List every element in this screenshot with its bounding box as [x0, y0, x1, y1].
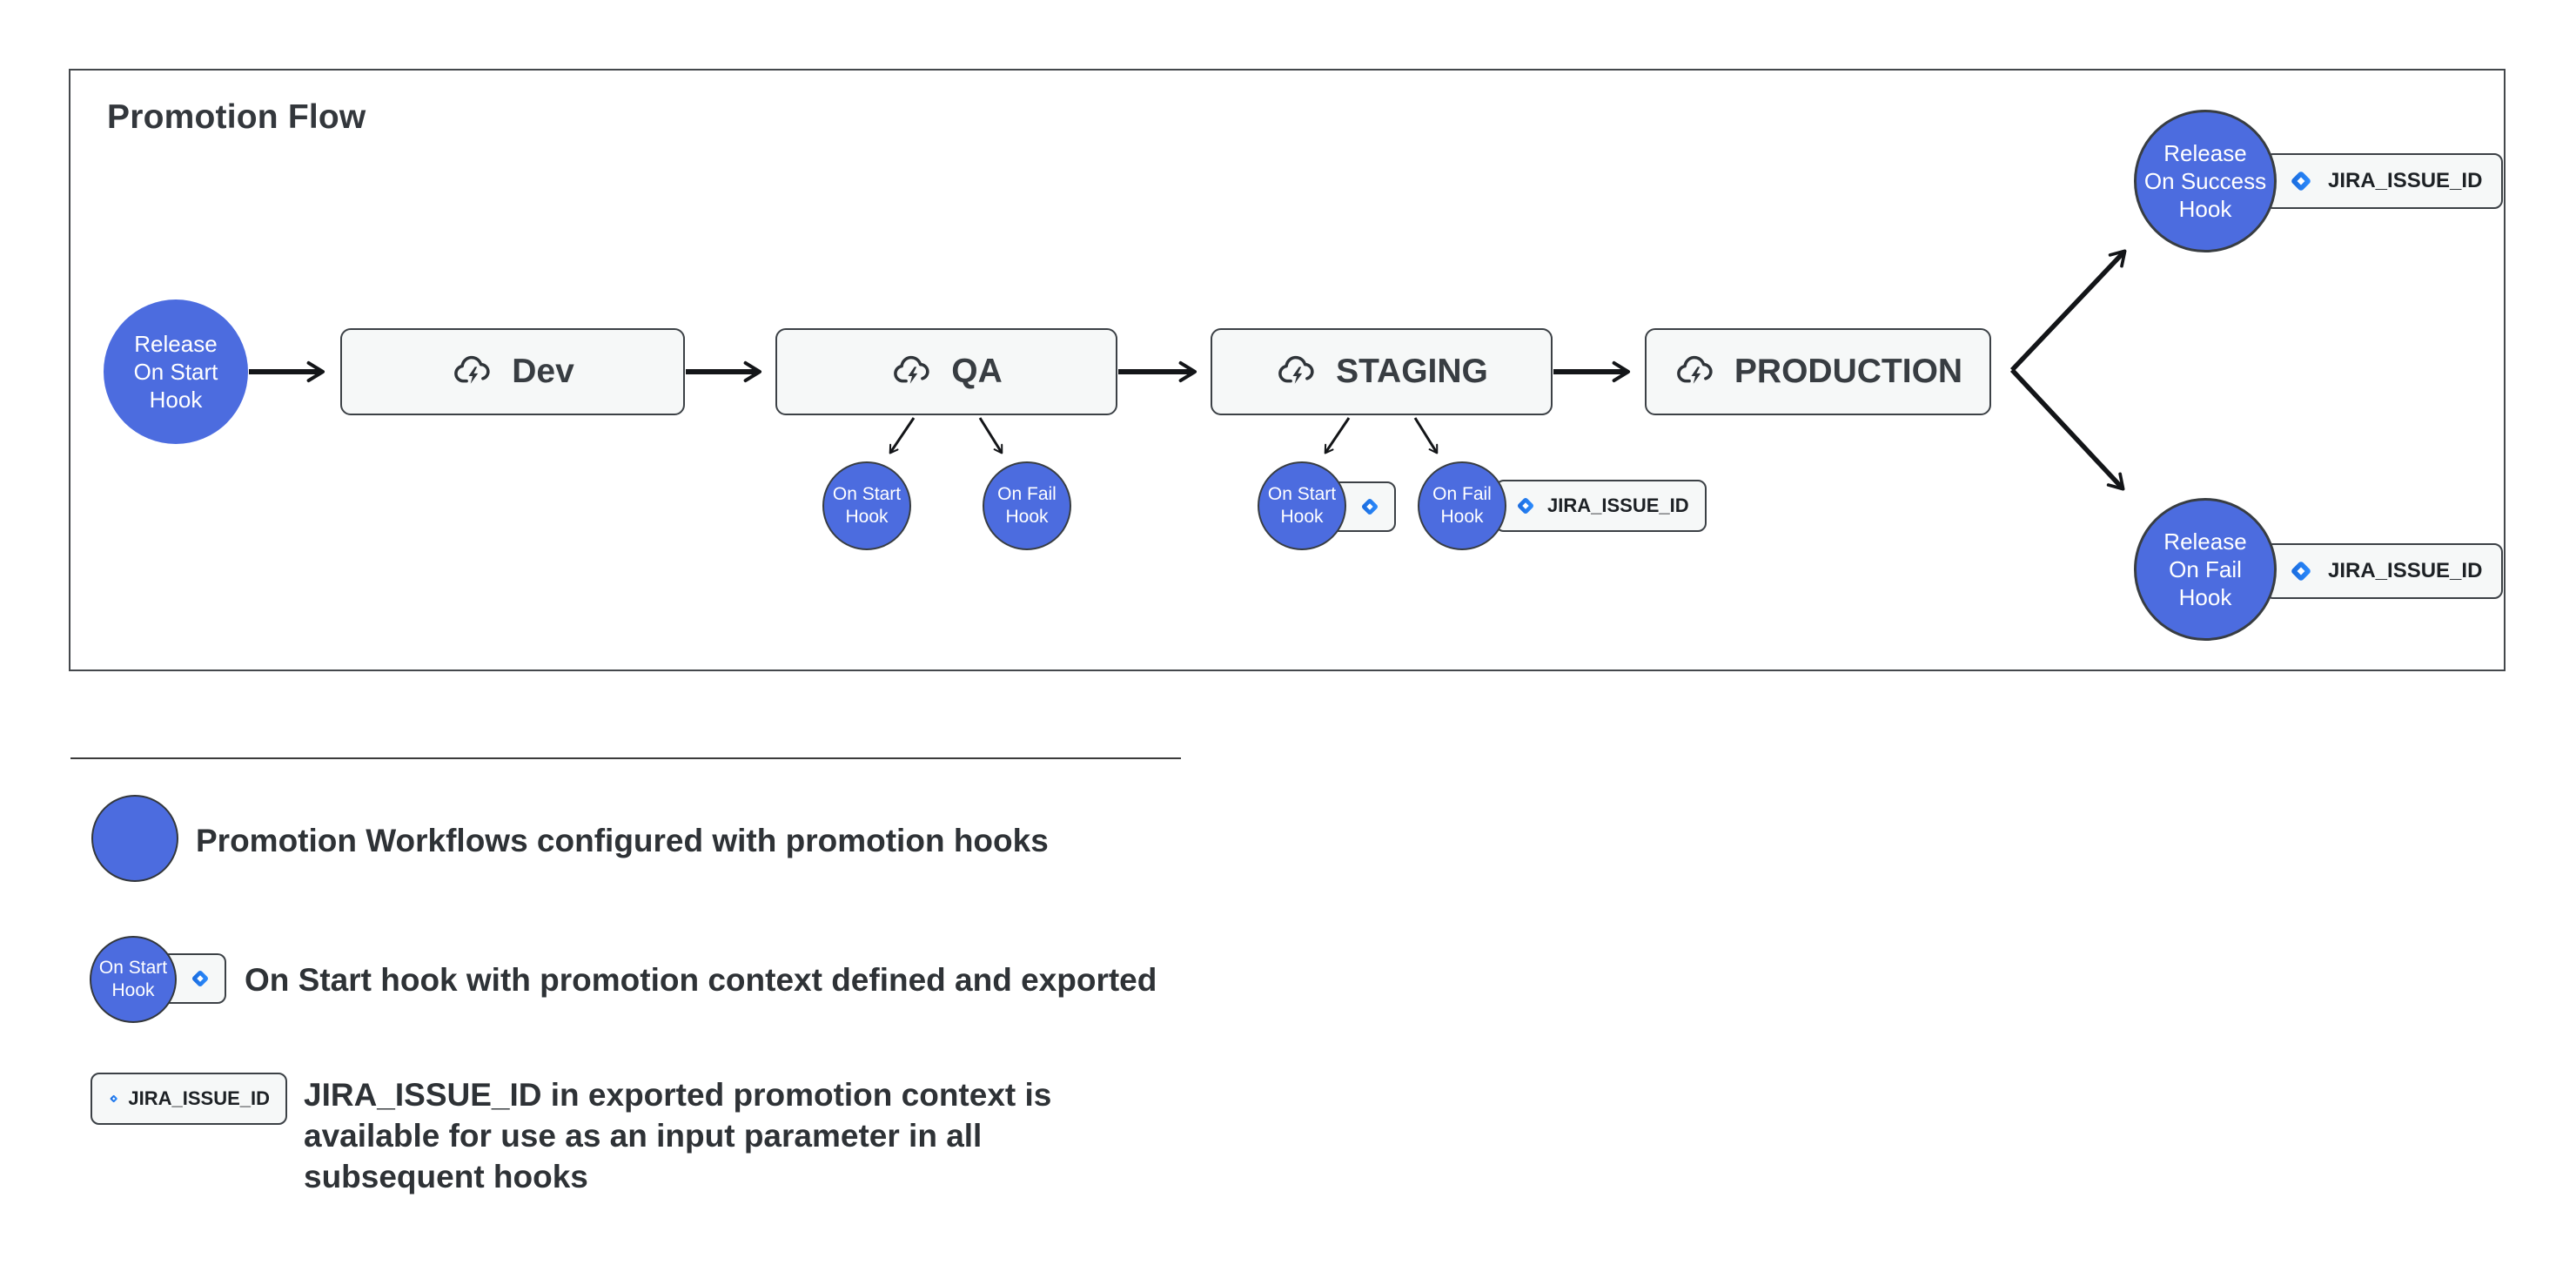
arrow-qa-onstart	[889, 417, 916, 454]
env-box-qa: QA	[775, 328, 1117, 415]
hook-arrows	[889, 417, 1439, 454]
jira-badge-label: JIRA_ISSUE_ID	[2328, 559, 2483, 582]
cloud-deploy-icon	[1278, 355, 1314, 385]
jira-icon	[110, 1094, 117, 1103]
env-label: STAGING	[1336, 353, 1488, 390]
release-on-fail-hook-node: Release On Fail Hook	[2134, 498, 2277, 641]
fail-jira-badge: JIRA_ISSUE_ID	[2264, 543, 2504, 599]
jira-badge-label: JIRA_ISSUE_ID	[128, 1087, 270, 1109]
env-label: PRODUCTION	[1734, 353, 1963, 390]
env-label: QA	[951, 353, 1003, 390]
qa-on-fail-hook-node: On Fail Hook	[983, 461, 1071, 550]
cloud-deploy-icon	[894, 355, 929, 385]
release-on-success-hook-node: Release On Success Hook	[2134, 110, 2277, 252]
success-jira-badge: JIRA_ISSUE_ID	[2264, 153, 2504, 209]
jira-icon	[2291, 172, 2311, 191]
jira-icon	[2291, 562, 2311, 581]
jira-icon	[191, 970, 209, 987]
arrow-production-to-success	[2010, 249, 2127, 372]
jira-badge-label: JIRA_ISSUE_ID	[2328, 169, 2483, 192]
legend-divider	[70, 757, 1181, 759]
legend-workflow-circle	[91, 795, 178, 882]
env-label: Dev	[512, 353, 574, 390]
cloud-deploy-icon	[454, 355, 490, 385]
release-on-start-hook-node: Release On Start Hook	[104, 299, 248, 444]
arrow-production-to-fail	[2009, 368, 2125, 491]
arrow-qa-onfail	[978, 417, 1003, 454]
legend-item-1-text: Promotion Workflows configured with prom…	[196, 823, 1049, 858]
staging-on-fail-hook-node: On Fail Hook	[1418, 461, 1506, 550]
qa-on-start-hook-node: On Start Hook	[822, 461, 911, 550]
env-box-staging: STAGING	[1211, 328, 1553, 415]
legend-item-3-text: JIRA_ISSUE_ID in exported promotion cont…	[304, 1077, 1052, 1194]
panel-title: Promotion Flow	[107, 98, 366, 136]
jira-icon	[1517, 497, 1534, 515]
jira-icon	[1361, 498, 1379, 515]
env-box-dev: Dev	[340, 328, 685, 415]
staging-on-fail-jira-badge: JIRA_ISSUE_ID	[1495, 480, 1707, 532]
arrow-staging-onstart	[1324, 417, 1351, 454]
branch-arrows	[2009, 249, 2127, 491]
legend-item-2-text: On Start hook with promotion context def…	[245, 962, 1157, 998]
env-box-production: PRODUCTION	[1645, 328, 1991, 415]
staging-on-start-hook-node: On Start Hook	[1258, 461, 1346, 550]
legend-onstart-hook-circle: On Start Hook	[90, 936, 177, 1023]
cloud-deploy-icon	[1677, 355, 1713, 385]
legend-jira-badge: JIRA_ISSUE_ID	[91, 1073, 287, 1125]
jira-badge-label: JIRA_ISSUE_ID	[1547, 495, 1689, 516]
arrow-staging-onfail	[1413, 417, 1439, 454]
